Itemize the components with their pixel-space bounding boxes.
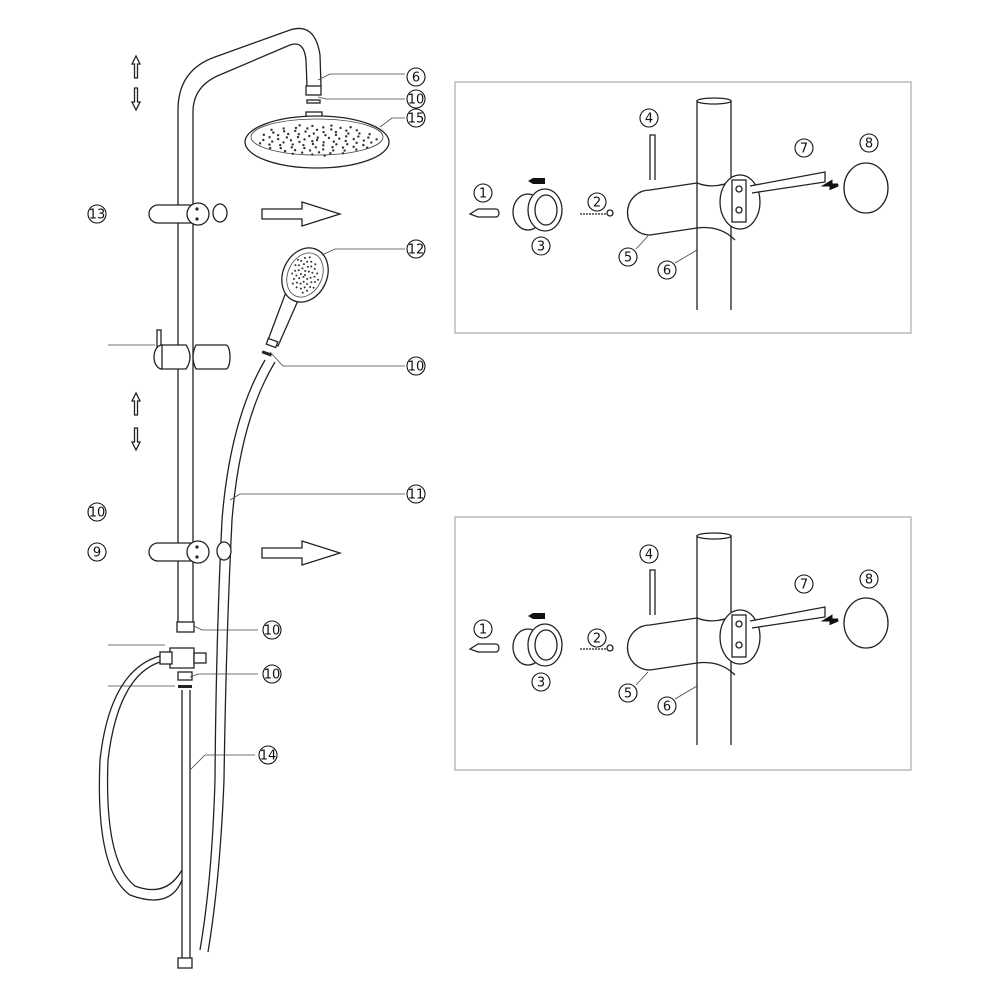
detail-2-part-label: 7 — [794, 574, 814, 594]
part-label: 12 — [406, 239, 426, 259]
part-label: 10 — [406, 356, 426, 376]
detail-2-part-label: 6 — [657, 696, 677, 716]
part-label: 14 — [258, 745, 278, 765]
label-number: 1 — [479, 623, 487, 638]
label-number: 15 — [408, 112, 425, 127]
hose-loop — [98, 655, 183, 901]
detail-1-part-label: 1 — [473, 183, 493, 203]
direction-arrow-icon — [261, 201, 343, 227]
label-number: 10 — [264, 624, 281, 639]
detail-2-part-label: 2 — [587, 628, 607, 648]
part-label: 10 — [87, 502, 107, 522]
detail-2-part-label: 5 — [618, 683, 638, 703]
label-number: 10 — [89, 506, 106, 521]
detail-1-part-label: 5 — [618, 247, 638, 267]
label-number: 6 — [412, 71, 420, 86]
hand-shower-hose — [199, 359, 266, 951]
label-number: 10 — [264, 668, 281, 683]
diverter-valve — [108, 621, 207, 688]
part-label: 11 — [406, 484, 426, 504]
wall-bracket-upper — [148, 202, 228, 226]
detail-2-part-label: 3 — [531, 672, 551, 692]
label-number: 6 — [663, 700, 671, 715]
label-number: 7 — [800, 142, 808, 157]
riser-rail — [177, 27, 322, 622]
detail-1-part-label: 4 — [639, 108, 659, 128]
label-number: 8 — [865, 573, 873, 588]
label-number: 14 — [260, 749, 277, 764]
detail-1-part-label: 7 — [794, 138, 814, 158]
detail-1-part-label: 6 — [657, 260, 677, 280]
detail-1-part-label: 3 — [531, 236, 551, 256]
sliding-holder — [108, 329, 231, 370]
label-number: 5 — [624, 687, 632, 702]
direction-arrow-icon — [261, 540, 343, 566]
up-down-arrow-icon — [130, 54, 142, 112]
label-number: 7 — [800, 578, 808, 593]
bracket-exploded-view-1 — [468, 97, 889, 310]
label-number: 12 — [408, 243, 425, 258]
label-number: 11 — [408, 488, 425, 503]
leader-lines — [189, 73, 698, 771]
label-number: 1 — [479, 187, 487, 202]
part-label: 10 — [262, 664, 282, 684]
label-number: 4 — [645, 548, 653, 563]
part-label: 10 — [262, 620, 282, 640]
label-number: 2 — [593, 632, 601, 647]
part-label: 15 — [406, 108, 426, 128]
label-number: 13 — [89, 208, 106, 223]
part-label: 13 — [87, 204, 107, 224]
detail-2-part-label: 1 — [473, 619, 493, 639]
label-number: 4 — [645, 112, 653, 127]
detail-2-part-label: 8 — [859, 569, 879, 589]
label-number: 10 — [408, 93, 425, 108]
label-number: 9 — [93, 546, 101, 561]
part-label: 10 — [406, 89, 426, 109]
detail-2-part-label: 4 — [639, 544, 659, 564]
label-number: 8 — [865, 137, 873, 152]
arm-thread — [305, 85, 322, 96]
lower-hose — [181, 690, 191, 960]
part-label: 6 — [406, 67, 426, 87]
detail-1-part-label: 8 — [859, 133, 879, 153]
wall-bracket-lower — [148, 540, 232, 564]
hand-shower — [261, 247, 329, 357]
detail-1-part-label: 2 — [587, 192, 607, 212]
overhead-shower-head — [244, 111, 390, 169]
label-number: 6 — [663, 264, 671, 279]
label-number: 3 — [537, 240, 545, 255]
label-number: 2 — [593, 196, 601, 211]
part-label: 9 — [87, 542, 107, 562]
bracket-exploded-view-2 — [468, 532, 889, 745]
label-number: 5 — [624, 251, 632, 266]
label-number: 10 — [408, 360, 425, 375]
washer — [306, 99, 321, 104]
up-down-arrow-icon — [130, 391, 142, 452]
label-number: 3 — [537, 676, 545, 691]
